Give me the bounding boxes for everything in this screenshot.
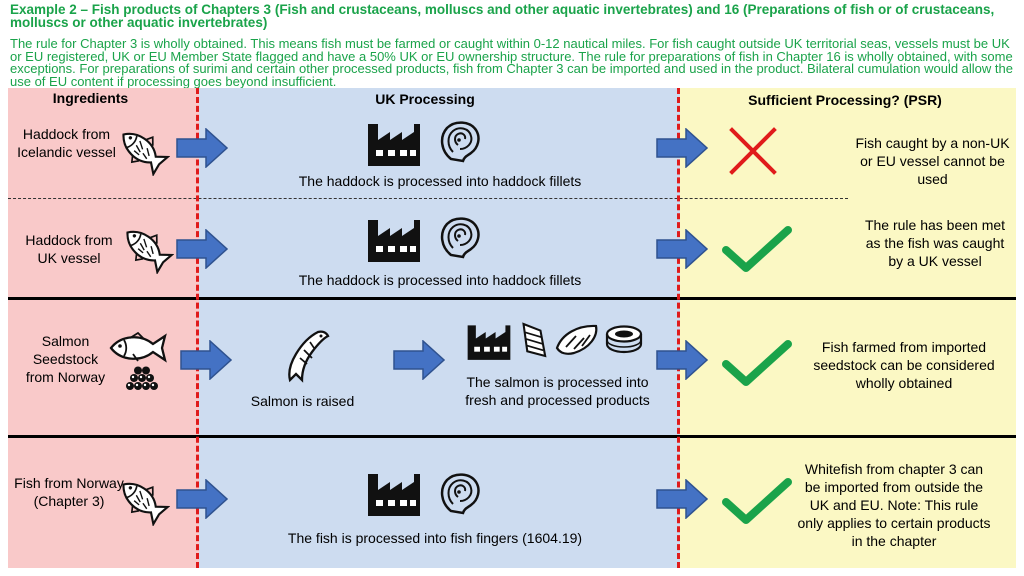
intro-text: The rule for Chapter 3 is wholly obtaine… bbox=[10, 36, 1013, 89]
fish-steak-icon bbox=[437, 119, 481, 163]
ingredient-label: Fish from Norway (Chapter 3) bbox=[14, 475, 124, 509]
can-icon bbox=[604, 324, 644, 354]
row-divider bbox=[8, 435, 1016, 438]
fillet-icon bbox=[554, 322, 600, 356]
header-uk-processing: UK Processing bbox=[375, 91, 475, 107]
process-description: The salmon is processed into fresh and p… bbox=[465, 374, 650, 408]
arrow-right-icon bbox=[176, 229, 228, 269]
ingredient-label: Salmon Seedstock from Norway bbox=[25, 333, 106, 385]
result-explanation: Fish farmed from imported seedstock can … bbox=[813, 339, 995, 391]
page-title: Example 2 – Fish products of Chapters 3 … bbox=[10, 2, 995, 30]
fish-icon bbox=[118, 222, 174, 274]
arrow-right-icon bbox=[393, 340, 445, 380]
process-description: The fish is processed into fish fingers … bbox=[287, 530, 583, 546]
factory-icon bbox=[366, 468, 422, 518]
header-ingredients: Ingredients bbox=[52, 90, 129, 106]
fillet-icon bbox=[516, 321, 548, 359]
result-explanation: Fish caught by a non-UK or EU vessel can… bbox=[855, 135, 1010, 187]
check-icon bbox=[722, 476, 792, 526]
fish-steak-icon bbox=[437, 215, 481, 259]
cross-icon bbox=[728, 126, 778, 176]
fish-icon bbox=[114, 474, 170, 526]
row-divider bbox=[8, 297, 1016, 300]
arrow-right-icon bbox=[180, 340, 232, 380]
ingredient-label: Haddock from Icelandic vessel bbox=[17, 126, 116, 160]
factory-icon bbox=[366, 118, 422, 168]
process-description: The haddock is processed into haddock fi… bbox=[298, 272, 582, 288]
fish-eggs-icon bbox=[122, 366, 158, 392]
arrow-right-icon bbox=[656, 229, 708, 269]
header-psr: Sufficient Processing? (PSR) bbox=[748, 92, 942, 108]
result-explanation: Whitefish from chapter 3 can be imported… bbox=[797, 461, 991, 549]
check-icon bbox=[722, 338, 792, 388]
arrow-right-icon bbox=[176, 128, 228, 168]
arrow-right-icon bbox=[656, 128, 708, 168]
salmon-icon bbox=[274, 328, 330, 384]
fish-steak-icon bbox=[437, 471, 481, 515]
uk-processing-column bbox=[199, 88, 680, 568]
fish-icon bbox=[108, 330, 168, 366]
column-divider-red bbox=[196, 88, 199, 568]
result-explanation: The rule has been met as the fish was ca… bbox=[864, 217, 1006, 269]
check-icon bbox=[722, 224, 792, 274]
arrow-right-icon bbox=[176, 479, 228, 519]
column-divider-red bbox=[677, 88, 680, 568]
factory-icon bbox=[466, 320, 512, 362]
ingredient-label: Haddock from UK vessel bbox=[25, 232, 113, 266]
factory-icon bbox=[366, 214, 422, 264]
arrow-right-icon bbox=[656, 479, 708, 519]
process-description: The haddock is processed into haddock fi… bbox=[298, 173, 582, 189]
raise-description: Salmon is raised bbox=[250, 393, 355, 409]
ingredients-column bbox=[8, 88, 199, 568]
row-divider-dashed bbox=[8, 198, 848, 199]
arrow-right-icon bbox=[656, 340, 708, 380]
fish-icon bbox=[114, 124, 170, 176]
